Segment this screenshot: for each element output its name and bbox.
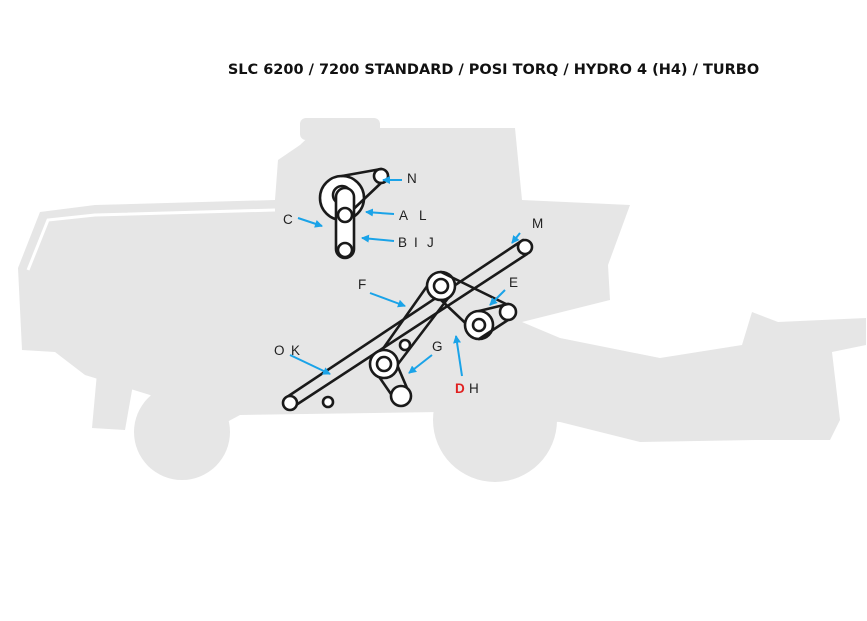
- arrow-b: [361, 234, 395, 243]
- combine-rear-leg: [92, 340, 140, 430]
- belt-main-lower: [288, 252, 529, 411]
- rear-wheel: [134, 384, 230, 480]
- arrow-e: [489, 289, 506, 306]
- arrow-a: [365, 208, 395, 217]
- label-b: B: [398, 235, 407, 250]
- pulley-f-top-inner: [432, 277, 450, 295]
- arrow-g: [408, 354, 433, 374]
- arrow-m: [511, 232, 521, 244]
- label-i: I: [414, 235, 418, 250]
- pulley-upper-mid: [336, 206, 354, 224]
- label-h: H: [469, 381, 479, 396]
- label-m: M: [532, 216, 543, 231]
- arrow-d: [453, 335, 463, 377]
- belt-system: [281, 167, 534, 412]
- arrow-f: [369, 292, 406, 308]
- label-g: G: [432, 339, 443, 354]
- front-wheel: [433, 358, 557, 482]
- belt-upper-top: [340, 167, 383, 178]
- label-j: J: [427, 235, 434, 250]
- combine-cab-top: [300, 118, 380, 140]
- pulley-e-inner: [471, 317, 487, 333]
- idler-lower: [321, 395, 335, 409]
- silhouette-outline: [26, 208, 276, 271]
- callout-labels: N A L C B I J M F E O K G D H: [274, 171, 543, 396]
- callout-arrows: [289, 176, 521, 377]
- pulley-o: [281, 394, 299, 412]
- pulley-g-bottom: [389, 384, 413, 408]
- pulley-g-top-inner: [375, 355, 393, 373]
- label-o: O: [274, 343, 285, 358]
- idler-upper: [398, 338, 412, 352]
- label-l: L: [419, 208, 427, 223]
- label-e: E: [509, 275, 518, 290]
- label-d: D: [455, 381, 465, 396]
- label-k: K: [291, 343, 300, 358]
- belt-f-right: [393, 291, 454, 370]
- label-c: C: [283, 212, 293, 227]
- pulley-m: [516, 238, 534, 256]
- label-f: F: [358, 277, 366, 292]
- belt-e-link: [477, 302, 510, 313]
- pulley-upper-lower: [336, 241, 354, 259]
- belt-f-left: [373, 280, 432, 362]
- label-n: N: [407, 171, 417, 186]
- arrow-c: [297, 217, 323, 228]
- diagram-title: SLC 6200 / 7200 STANDARD / POSI TORQ / H…: [227, 62, 760, 78]
- arrow-k: [289, 354, 331, 375]
- label-a: A: [399, 208, 408, 223]
- belt-e-link-bottom: [477, 318, 510, 341]
